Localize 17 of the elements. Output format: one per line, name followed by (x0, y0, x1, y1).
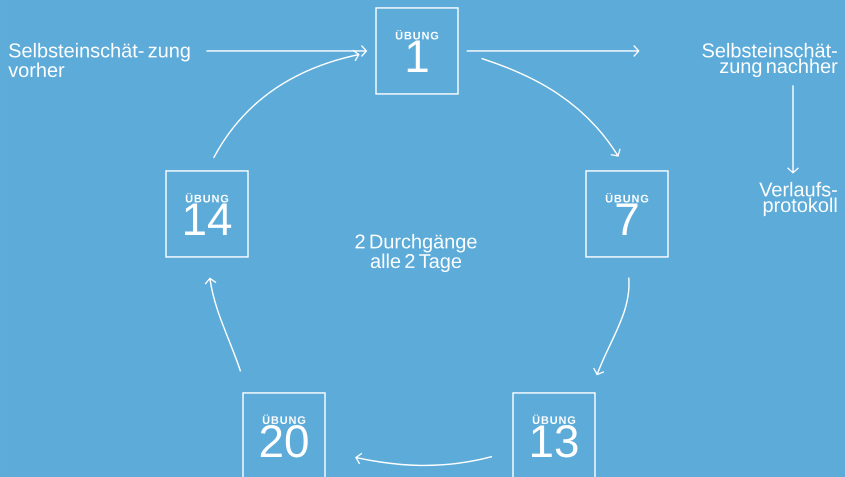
exercise-box: ÜBUNG 13 (512, 392, 596, 477)
arrow (212, 50, 360, 158)
exercise-box: ÜBUNG 20 (242, 392, 326, 477)
arrow (466, 45, 640, 57)
arrow (206, 45, 368, 57)
exercise-box: ÜBUNG 1 (375, 7, 459, 95)
arrow (204, 277, 242, 372)
arrow (355, 452, 492, 466)
arrow (787, 85, 799, 174)
arrow (593, 278, 630, 376)
exercise-box: ÜBUNG 7 (585, 170, 669, 258)
exercise-box: ÜBUNG 14 (165, 170, 249, 258)
center-note: 2 Durchgänge alle 2 Tage (356, 234, 477, 272)
step-text: Verlaufs- protokoll (759, 182, 837, 216)
step-text: Selbsteinschät- zung nachher (702, 42, 838, 78)
arrow (481, 58, 621, 157)
step-text: Selbsteinschät- zung vorher (8, 42, 190, 78)
